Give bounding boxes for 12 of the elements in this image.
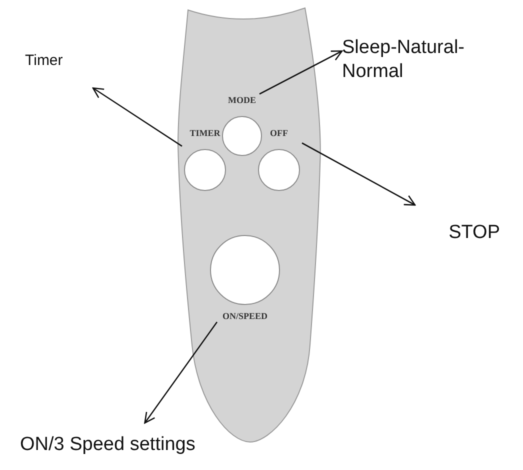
button-label: ON/SPEED bbox=[222, 310, 268, 322]
arrow bbox=[302, 142, 416, 206]
arrow bbox=[144, 322, 218, 424]
callout-text: STOP bbox=[448, 221, 500, 245]
button-label: MODE bbox=[228, 94, 256, 106]
callout-text: ON/3 Speed settings bbox=[20, 433, 196, 457]
button-label: OFF bbox=[270, 127, 288, 139]
arrow bbox=[259, 50, 343, 95]
callout-text: Timer bbox=[25, 52, 63, 71]
button-label: TIMER bbox=[190, 127, 220, 139]
arrow bbox=[92, 87, 182, 147]
callout-text: Sleep-Natural-Normal bbox=[342, 36, 466, 84]
